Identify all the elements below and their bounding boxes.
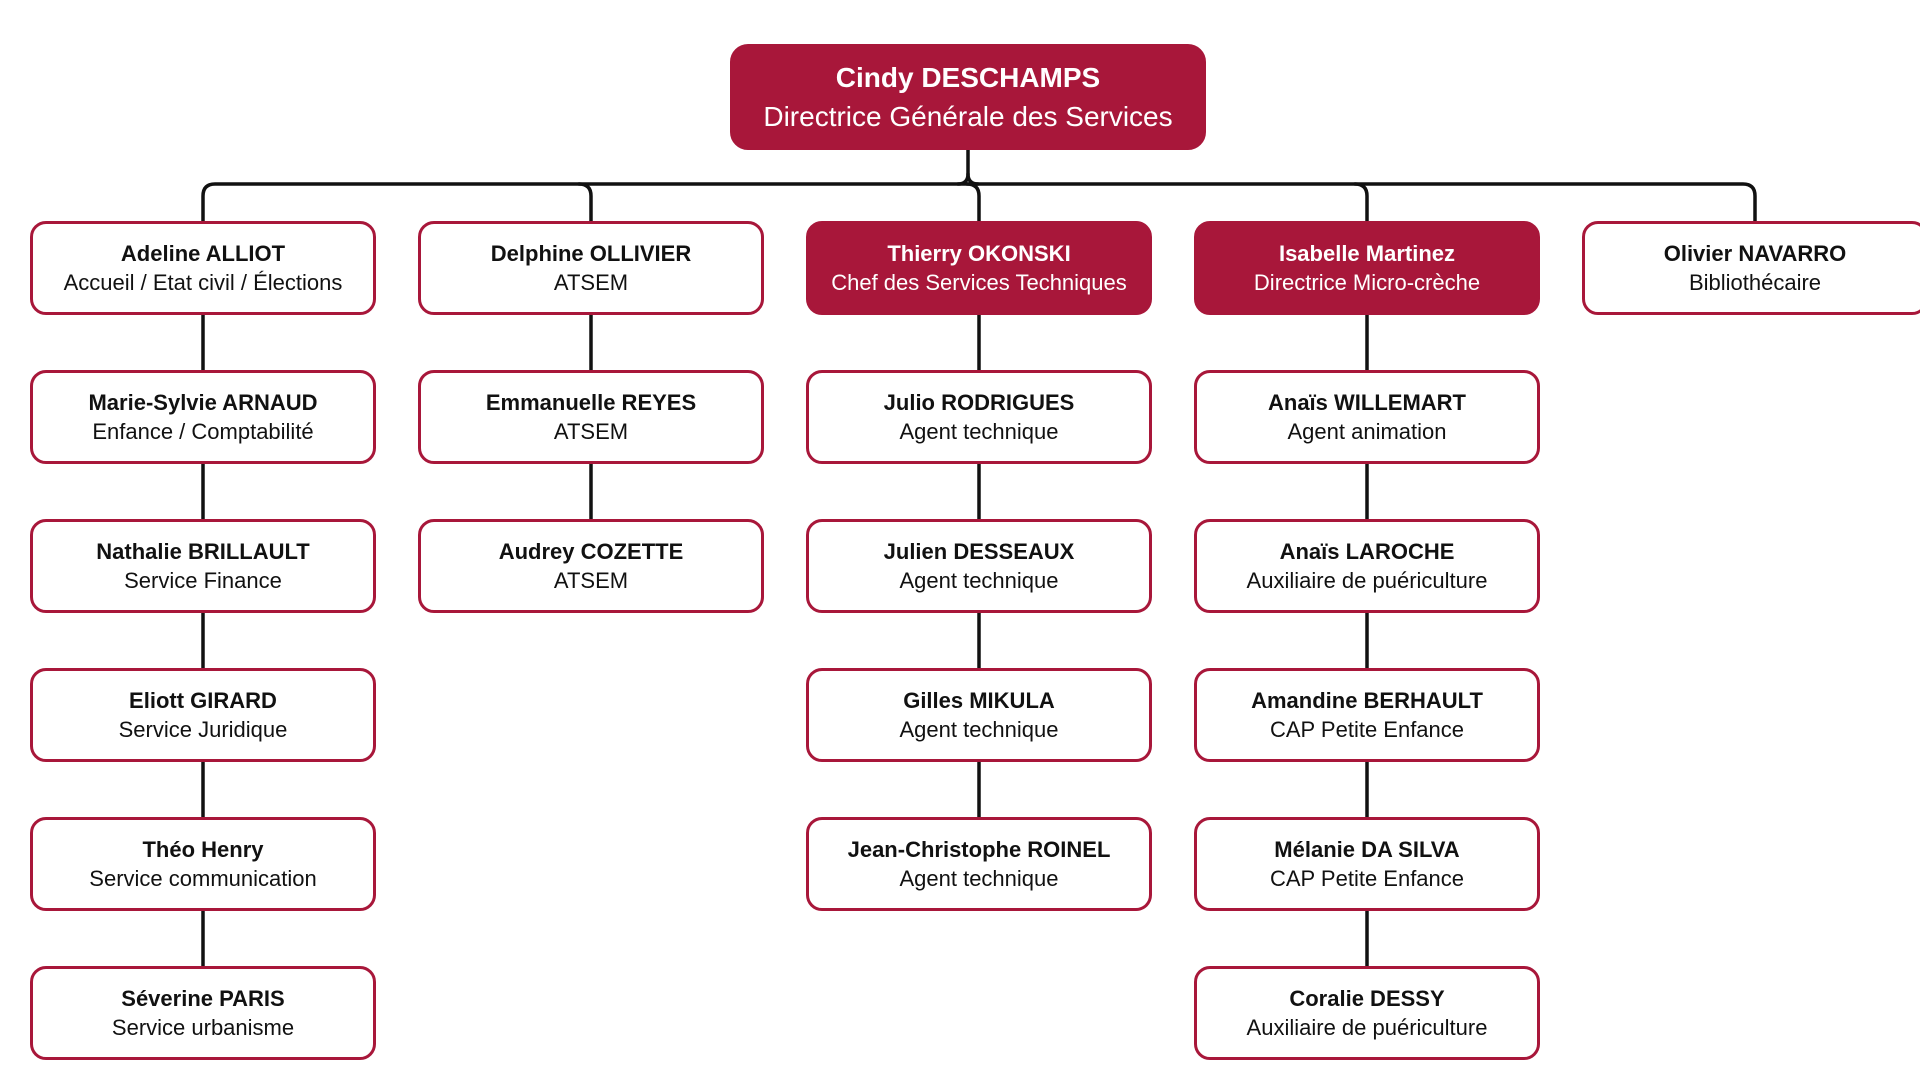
- org-node-creche-4: Amandine BERHAULT CAP Petite Enfance: [1194, 668, 1540, 762]
- root-stem-line: [956, 148, 970, 186]
- org-node-technique-3: Julien DESSEAUX Agent technique: [806, 519, 1152, 613]
- member-role: Agent technique: [899, 419, 1059, 444]
- org-node-atsem-2: Emmanuelle REYES ATSEM: [418, 370, 764, 464]
- org-node-accueil-4: Eliott GIRARD Service Juridique: [30, 668, 376, 762]
- horizontal-bus-line: [201, 182, 1757, 223]
- member-role: Accueil / Etat civil / Élections: [63, 270, 343, 295]
- org-node-technique-4: Gilles MIKULA Agent technique: [806, 668, 1152, 762]
- member-role: ATSEM: [553, 270, 629, 295]
- org-node-atsem-3: Audrey COZETTE ATSEM: [418, 519, 764, 613]
- member-name: Thierry OKONSKI: [887, 240, 1071, 266]
- org-node-accueil-1: Adeline ALLIOT Accueil / Etat civil / Éle…: [30, 221, 376, 315]
- member-name: Delphine OLLIVIER: [490, 240, 692, 266]
- member-role: Agent technique: [899, 866, 1059, 891]
- member-name: Anaïs WILLEMART: [1268, 389, 1466, 415]
- member-name: Isabelle Martinez: [1278, 240, 1456, 266]
- org-node-technique-5: Jean-Christophe ROINEL Agent technique: [806, 817, 1152, 911]
- org-node-creche-3: Anaïs LAROCHE Auxiliaire de puériculture: [1194, 519, 1540, 613]
- member-name: Audrey COZETTE: [498, 538, 684, 564]
- member-name: Séverine PARIS: [121, 985, 285, 1011]
- member-role: CAP Petite Enfance: [1269, 717, 1465, 742]
- member-role: Agent animation: [1287, 419, 1447, 444]
- org-node-creche-2: Anaïs WILLEMART Agent animation: [1194, 370, 1540, 464]
- bus-drop-line-4: [1353, 182, 1369, 223]
- member-name: Amandine BERHAULT: [1251, 687, 1483, 713]
- member-name: Théo Henry: [142, 836, 264, 862]
- member-name: Olivier NAVARRO: [1663, 240, 1847, 266]
- member-role: ATSEM: [553, 419, 629, 444]
- member-role: Service Juridique: [118, 717, 288, 742]
- member-role: Chef des Services Techniques: [831, 270, 1127, 295]
- member-name: Eliott GIRARD: [129, 687, 277, 713]
- member-role: Service urbanisme: [111, 1015, 295, 1040]
- member-name: Jean-Christophe ROINEL: [847, 836, 1111, 862]
- member-name: Adeline ALLIOT: [120, 240, 286, 266]
- org-node-creche-6: Coralie DESSY Auxiliaire de puériculture: [1194, 966, 1540, 1060]
- org-node-accueil-2: Marie-Sylvie ARNAUD Enfance / Comptabilit…: [30, 370, 376, 464]
- member-role: Service communication: [89, 866, 317, 891]
- member-role: Auxiliaire de puériculture: [1246, 1015, 1488, 1040]
- org-node-technique-1: Thierry OKONSKI Chef des Services Techniq…: [806, 221, 1152, 315]
- org-node-accueil-3: Nathalie BRILLAULT Service Finance: [30, 519, 376, 613]
- member-name: Mélanie DA SILVA: [1274, 836, 1460, 862]
- member-name: Julien DESSEAUX: [883, 538, 1075, 564]
- member-role: Directrice Micro-crèche: [1253, 270, 1481, 295]
- member-role: Agent technique: [899, 717, 1059, 742]
- org-node-accueil-6: Séverine PARIS Service urbanisme: [30, 966, 376, 1060]
- member-role: Service Finance: [124, 568, 282, 593]
- org-node-atsem-1: Delphine OLLIVIER ATSEM: [418, 221, 764, 315]
- member-role: Agent technique: [899, 568, 1059, 593]
- member-name: Anaïs LAROCHE: [1279, 538, 1455, 564]
- org-node-technique-2: Julio RODRIGUES Agent technique: [806, 370, 1152, 464]
- org-node-bibliotheque-1: Olivier NAVARRO Bibliothécaire: [1582, 221, 1920, 315]
- member-name: Nathalie BRILLAULT: [96, 538, 310, 564]
- root-role: Directrice Générale des Services: [763, 101, 1173, 132]
- member-role: Auxiliaire de puériculture: [1246, 568, 1488, 593]
- root-stem-right-curve: [966, 172, 980, 186]
- member-name: Marie-Sylvie ARNAUD: [88, 389, 318, 415]
- root-node-director: Cindy DESCHAMPS Directrice Générale des …: [730, 44, 1206, 150]
- bus-drop-line-2: [577, 182, 593, 223]
- member-name: Gilles MIKULA: [903, 687, 1055, 713]
- member-name: Emmanuelle REYES: [485, 389, 697, 415]
- member-role: CAP Petite Enfance: [1269, 866, 1465, 891]
- member-name: Julio RODRIGUES: [883, 389, 1075, 415]
- root-name: Cindy DESCHAMPS: [835, 62, 1101, 93]
- member-name: Coralie DESSY: [1289, 985, 1445, 1011]
- member-role: ATSEM: [553, 568, 629, 593]
- bus-drop-line-3: [965, 182, 981, 223]
- org-node-creche-5: Mélanie DA SILVA CAP Petite Enfance: [1194, 817, 1540, 911]
- member-role: Bibliothécaire: [1688, 270, 1822, 295]
- member-role: Enfance / Comptabilité: [92, 419, 314, 444]
